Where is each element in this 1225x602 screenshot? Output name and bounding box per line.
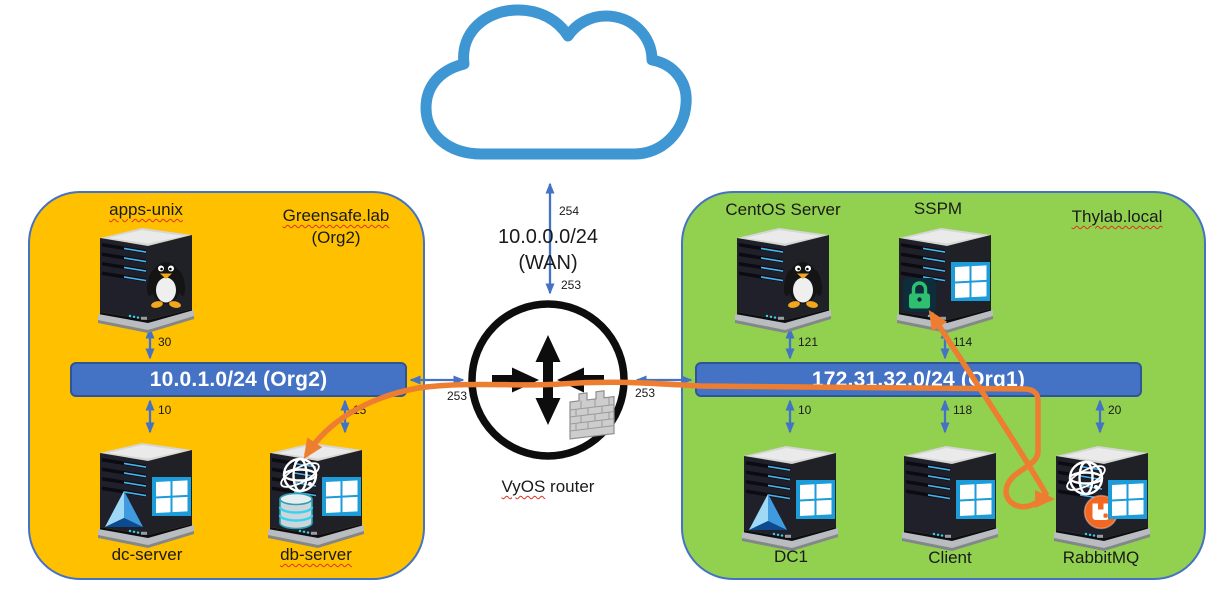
windows-logo-icon (951, 262, 990, 301)
subnet-bar-org1: 172.31.32.0/24 (Org1) (695, 362, 1142, 397)
router-label: VyOS router (483, 477, 613, 497)
lock-icon (903, 278, 936, 312)
server-tower-icon (98, 443, 194, 548)
server-tower-icon (735, 228, 831, 333)
server-label-client: Client (928, 548, 972, 567)
ip-router-right-253: 253 (635, 386, 656, 400)
server-dc-server (96, 436, 196, 548)
server-label-dc1: DC1 (773, 547, 808, 566)
tux-linux-icon (783, 262, 823, 308)
tux-linux-icon (146, 262, 186, 308)
server-client (900, 439, 1000, 551)
windows-logo-icon (796, 480, 835, 519)
wan-label: 10.0.0.0/24 (WAN) (463, 224, 633, 276)
windows-logo-icon (152, 477, 191, 516)
wan-cloud-icon (420, 4, 692, 160)
ip-wan-254: 254 (559, 204, 580, 218)
ip-dc-server: 10 (158, 403, 172, 417)
org2-org-label: (Org2) (311, 228, 361, 247)
server-apps-unix (96, 221, 196, 333)
server-tower-icon (897, 228, 993, 333)
globe-icon (1066, 460, 1106, 496)
ip-router-left-253: 253 (447, 389, 468, 403)
ip-centos: 121 (798, 335, 819, 349)
active-directory-icon (105, 491, 143, 527)
router-icon (468, 300, 628, 460)
ip-apps-unix: 30 (158, 335, 172, 349)
server-tower-icon (98, 228, 194, 333)
ip-client: 118 (953, 403, 973, 417)
org2-domain-label: Greensafe.lab (282, 206, 390, 225)
subnet-bar-org2-label: 10.0.1.0/24 (Org2) (149, 367, 328, 391)
subnet-bar-org2: 10.0.1.0/24 (Org2) (70, 362, 407, 397)
wan-subnet: 10.0.0.0/24 (497, 226, 599, 248)
ip-dc1: 10 (798, 403, 812, 417)
server-label-apps-unix: apps-unix (109, 200, 183, 219)
server-label-sspm: SSPM (913, 199, 963, 218)
server-label-db-server: db-server (280, 545, 352, 564)
server-tower-icon (1054, 446, 1150, 551)
windows-logo-icon (322, 477, 361, 516)
server-tower-icon (268, 443, 364, 548)
subnet-bar-org1-label: 172.31.32.0/24 (Org1) (811, 367, 1026, 391)
server-tower-icon (902, 446, 998, 551)
server-rabbitmq (1052, 439, 1152, 551)
wan-name: (WAN) (518, 252, 578, 274)
server-tower-icon (742, 446, 838, 551)
router-label-router: router (550, 477, 595, 496)
server-label-dc-server: dc-server (111, 545, 183, 564)
windows-logo-icon (1108, 480, 1147, 519)
org1-domain-label: Thylab.local (1071, 207, 1163, 226)
ip-db-server: 15 (353, 403, 367, 417)
server-centos (733, 221, 833, 333)
ip-sspm: 114 (953, 335, 973, 349)
ip-wan-253: 253 (561, 278, 582, 292)
router-label-vyos: VyOS (501, 477, 546, 496)
server-dc1 (740, 439, 840, 551)
server-label-rabbitmq: RabbitMQ (1062, 548, 1140, 567)
ip-rabbitmq: 20 (1108, 403, 1122, 417)
database-icon (278, 492, 314, 530)
firewall-icon (569, 390, 615, 440)
server-label-centos: CentOS Server (725, 200, 841, 219)
server-sspm (895, 221, 995, 333)
windows-logo-icon (956, 480, 995, 519)
server-db-server (266, 436, 366, 548)
tower-body (735, 228, 831, 333)
